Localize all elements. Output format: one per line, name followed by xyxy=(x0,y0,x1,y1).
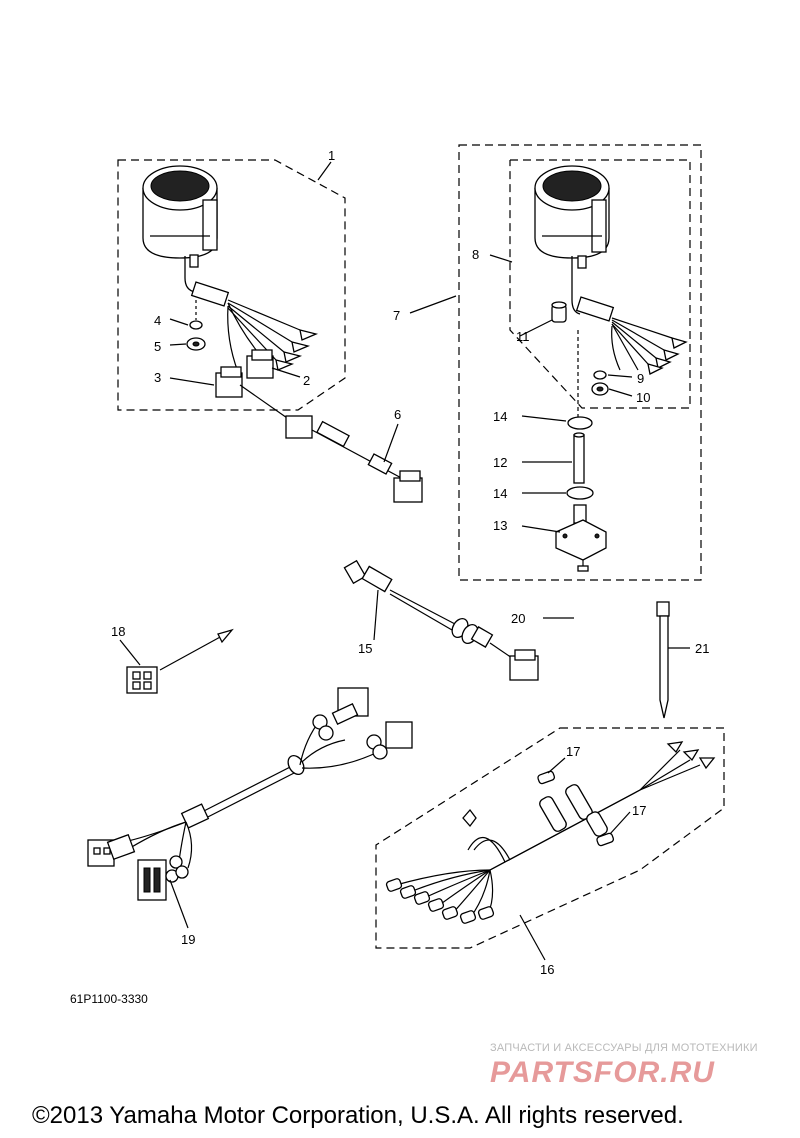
label-part-13: 13 xyxy=(493,518,507,533)
cable-tie-21 xyxy=(656,601,670,719)
label-part-4: 4 xyxy=(154,313,161,328)
washer-4 xyxy=(189,300,203,330)
leader-lines xyxy=(119,161,690,961)
group-7-outline xyxy=(458,144,702,581)
label-part-19: 19 xyxy=(181,932,195,947)
nut-5 xyxy=(186,337,206,351)
harness-wires-8 xyxy=(575,296,688,375)
label-part-3: 3 xyxy=(154,370,161,385)
group-16-outline xyxy=(375,727,725,949)
label-part-17-bottom: 17 xyxy=(632,803,646,818)
nut-10 xyxy=(591,382,609,396)
cable-15 xyxy=(343,559,539,681)
label-part-14-top: 14 xyxy=(493,409,507,424)
harness-19 xyxy=(87,687,413,901)
label-part-16: 16 xyxy=(540,962,554,977)
drawing-code: 61P1100-3330 xyxy=(70,992,148,1006)
label-part-15: 15 xyxy=(358,641,372,656)
washer-9 xyxy=(593,370,607,380)
watermark-logo: PARTSFOR.RU xyxy=(490,1056,715,1089)
harness-6 xyxy=(239,384,423,503)
terminal-17-bottom xyxy=(596,832,615,847)
label-part-1: 1 xyxy=(328,148,335,163)
gauge-1 xyxy=(142,165,218,293)
clamp-14-top xyxy=(567,416,593,430)
connector-3 xyxy=(215,366,243,398)
gauge-8 xyxy=(534,165,610,315)
label-part-14-bottom: 14 xyxy=(493,486,507,501)
watermark-tagline: ЗАПЧАСТИ И АКСЕССУАРЫ ДЛЯ МОТОТЕХНИКИ xyxy=(490,1042,758,1054)
tube-12 xyxy=(573,432,585,484)
terminal-17-top xyxy=(537,770,556,785)
label-part-17-top: 17 xyxy=(566,744,580,759)
group-8-outline xyxy=(509,159,691,409)
cap-11 xyxy=(551,301,567,323)
label-part-9: 9 xyxy=(637,371,644,386)
label-part-6: 6 xyxy=(394,407,401,422)
label-part-10: 10 xyxy=(636,390,650,405)
label-part-20: 20 xyxy=(511,611,525,626)
label-part-21: 21 xyxy=(695,641,709,656)
copyright-notice: ©2013 Yamaha Motor Corporation, U.S.A. A… xyxy=(32,1102,684,1129)
tube-20 xyxy=(570,592,625,712)
label-part-11: 11 xyxy=(516,329,530,344)
clamp-14-bottom xyxy=(566,486,594,500)
label-part-12: 12 xyxy=(493,455,507,470)
label-part-7: 7 xyxy=(393,308,400,323)
harness-16 xyxy=(385,741,716,924)
callout-labels: 1 2 3 4 5 6 7 8 9 10 11 12 13 14 14 15 1… xyxy=(111,148,709,977)
label-part-18: 18 xyxy=(111,624,125,639)
label-part-2: 2 xyxy=(303,373,310,388)
connector-18 xyxy=(126,628,234,694)
sensor-13 xyxy=(555,504,607,572)
label-part-5: 5 xyxy=(154,339,161,354)
group-1-outline xyxy=(117,159,346,411)
label-part-8: 8 xyxy=(472,247,479,262)
connector-2 xyxy=(246,349,274,379)
